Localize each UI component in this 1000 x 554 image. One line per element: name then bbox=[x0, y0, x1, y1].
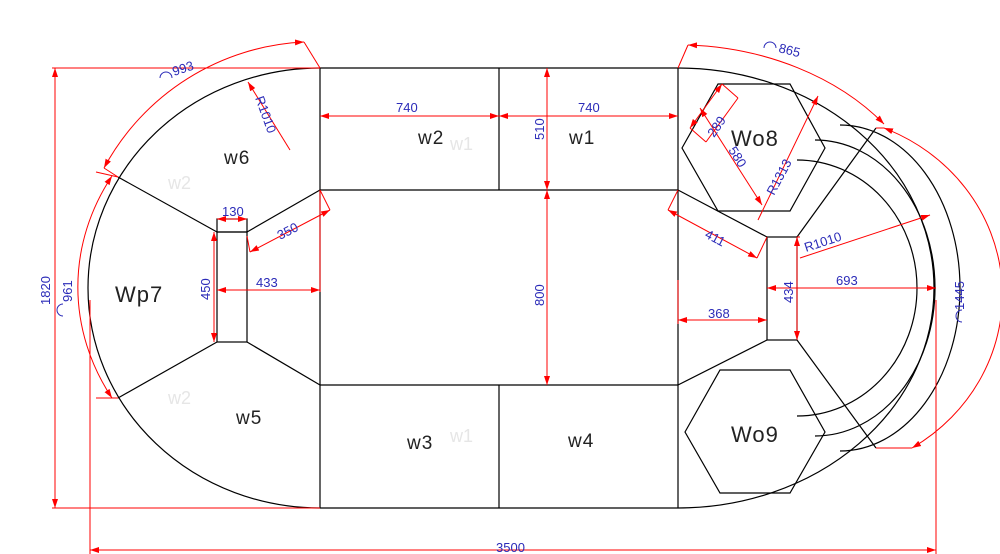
dim-434: 434 bbox=[781, 281, 796, 303]
dim-arc-1445: 1445 bbox=[952, 281, 967, 310]
dim-693: 693 bbox=[836, 273, 858, 288]
dim-433: 433 bbox=[256, 275, 278, 290]
piece-label-w2: w2 bbox=[417, 128, 444, 149]
piece-label-w6: w6 bbox=[223, 148, 250, 169]
dim-368: 368 bbox=[708, 306, 730, 321]
dim-arc-865: 865 bbox=[777, 40, 802, 60]
dim-arc-993: 993 bbox=[170, 58, 195, 79]
dim-740-right: 740 bbox=[578, 100, 600, 115]
dim-130: 130 bbox=[222, 204, 244, 219]
piece-label-w3: w3 bbox=[406, 433, 433, 454]
dim-411: 411 bbox=[703, 226, 728, 249]
piece-label-w5: w5 bbox=[235, 408, 262, 429]
ghost-label-w2-left-bottom: w2 bbox=[167, 388, 191, 408]
dim-450: 450 bbox=[198, 278, 213, 300]
dim-740-left: 740 bbox=[396, 100, 418, 115]
piece-labels: w2 w1 w6 Wp7 Wo8 w5 w3 w4 Wo9 bbox=[115, 126, 779, 454]
dim-1820: 1820 bbox=[38, 276, 53, 305]
dim-r1313: R1313 bbox=[763, 157, 794, 198]
dim-arc-961: 961 bbox=[60, 280, 75, 302]
dim-289: 289 bbox=[704, 113, 729, 139]
piece-label-w1: w1 bbox=[568, 128, 595, 149]
piece-label-wo8: Wo8 bbox=[731, 126, 779, 151]
ghost-label-w1-top: w1 bbox=[449, 134, 473, 154]
hexagon-wo9 bbox=[684, 369, 826, 494]
dimension-labels: 993 R1010 740 740 510 800 130 350 450 43… bbox=[38, 40, 967, 554]
piece-label-w4: w4 bbox=[567, 431, 594, 452]
dim-3500: 3500 bbox=[496, 540, 525, 554]
piece-label-wo9: Wo9 bbox=[731, 422, 779, 447]
ghost-label-w2-left-top: w2 bbox=[167, 173, 191, 193]
piece-label-wp7: Wp7 bbox=[115, 282, 163, 307]
dim-350: 350 bbox=[275, 219, 301, 242]
ghost-label-w1-bottom: w1 bbox=[449, 426, 473, 446]
dim-800: 800 bbox=[532, 284, 547, 306]
ghost-labels: w1 w1 w2 w2 bbox=[167, 134, 473, 446]
dimension-lines bbox=[52, 39, 1000, 554]
dim-r1010-left: R1010 bbox=[252, 94, 279, 135]
dim-510: 510 bbox=[532, 118, 547, 140]
